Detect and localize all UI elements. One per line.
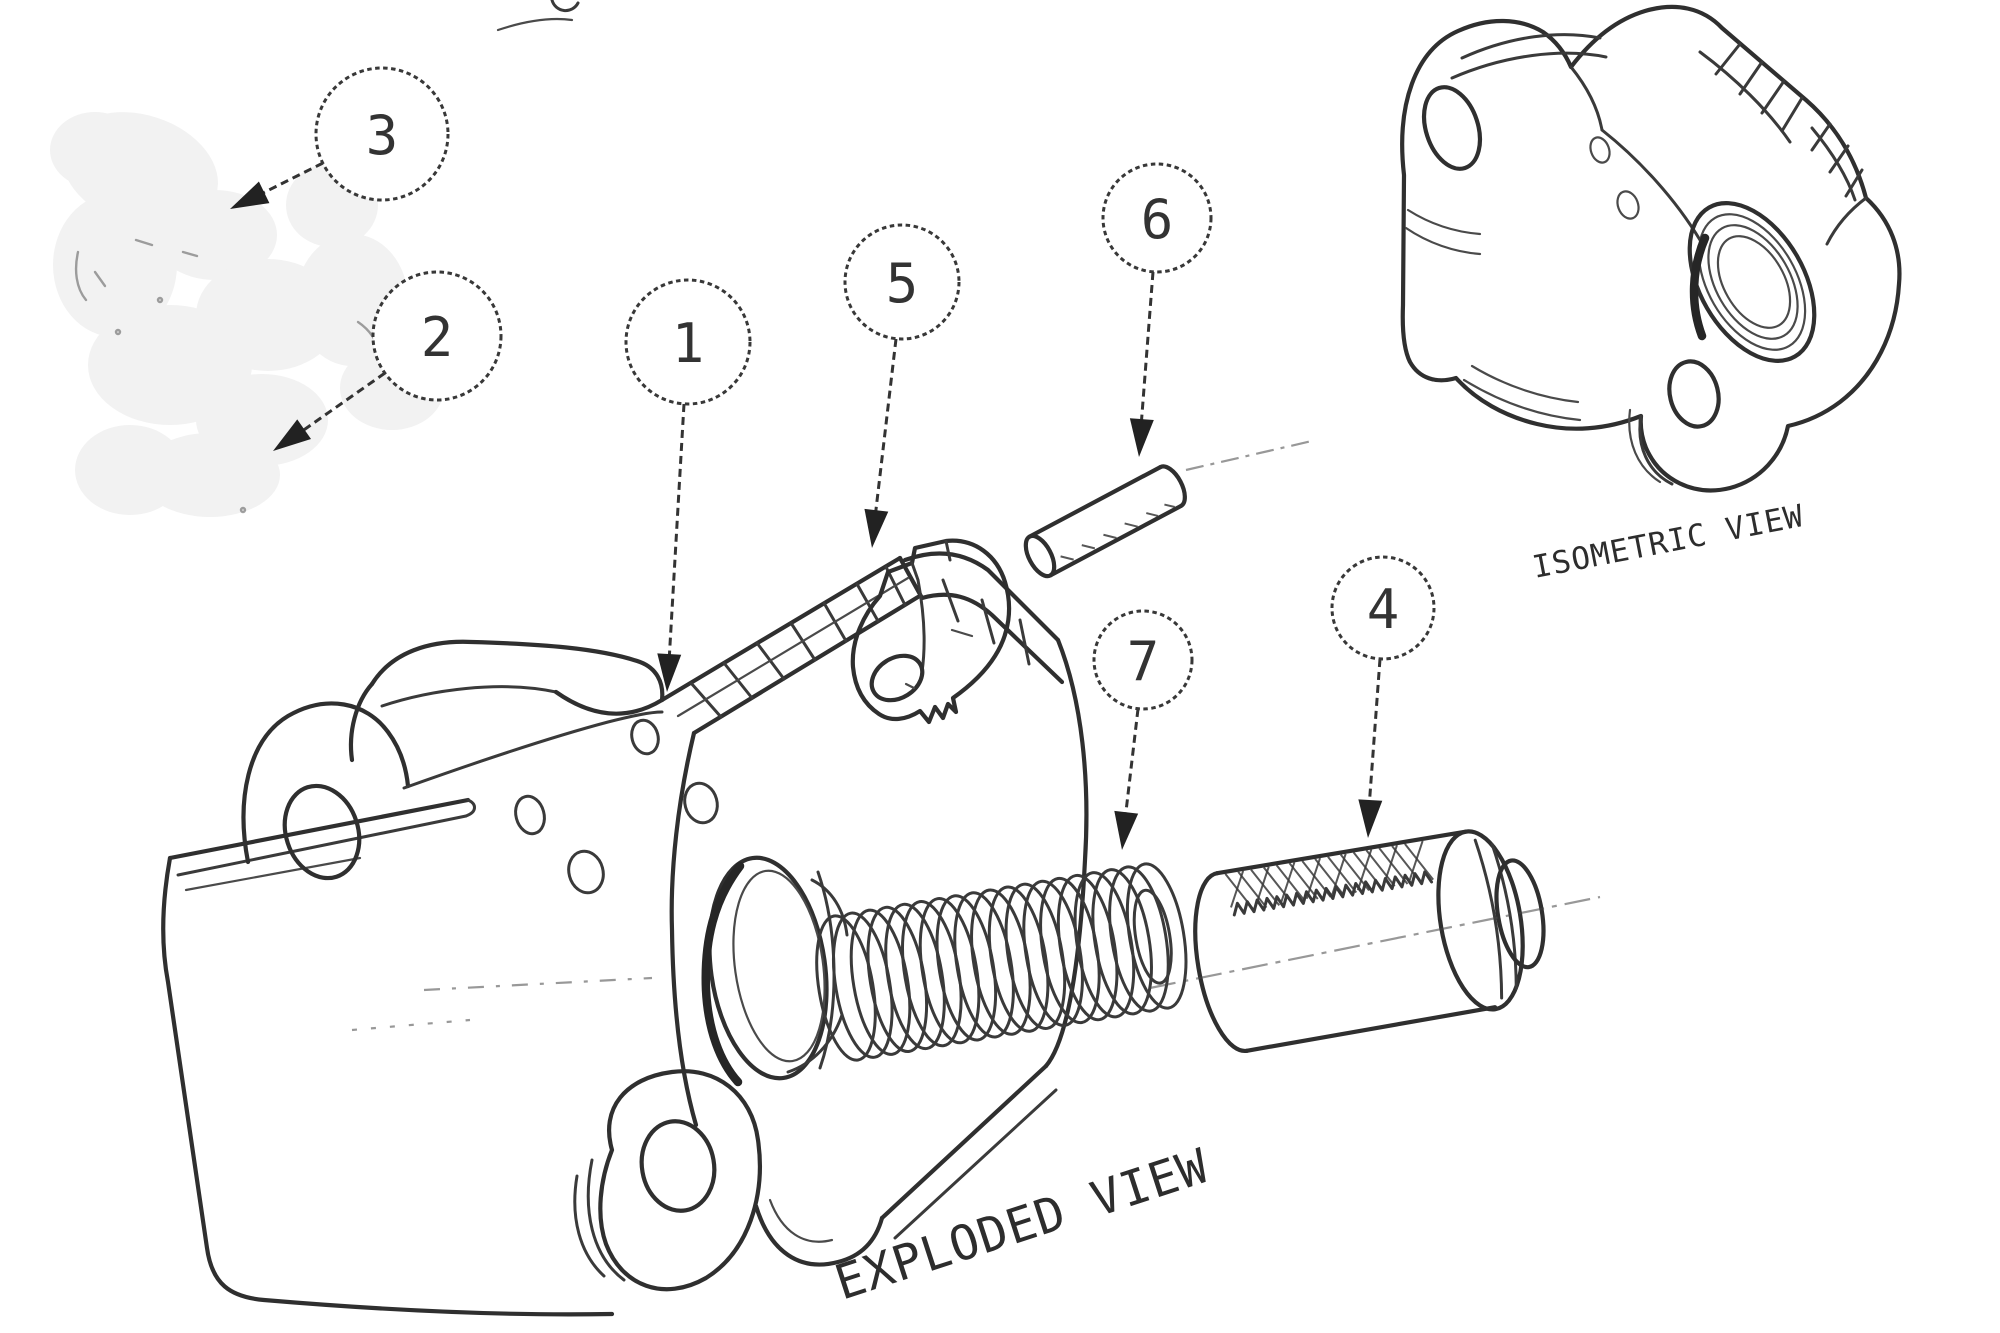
balloon-circle: [1101, 162, 1213, 274]
part-pawl: [850, 538, 1012, 725]
leader-line: [1367, 658, 1382, 809]
leader-arrowhead: [657, 653, 682, 692]
balloon-2: 2: [273, 270, 503, 451]
balloon-7: 7: [1092, 609, 1194, 850]
leader-line: [667, 403, 686, 663]
leader-line: [1123, 708, 1140, 821]
part-pin: [1023, 439, 1313, 579]
balloon-number: 3: [366, 104, 399, 167]
isometric-view-label: ISOMETRIC VIEW: [1530, 498, 1807, 586]
leader-arrowhead: [1358, 799, 1383, 838]
leader-arrowhead: [230, 181, 270, 209]
isometric-view-drawing: [1400, 4, 1902, 493]
balloon-number: 4: [1367, 578, 1400, 641]
balloon-4: 4: [1330, 555, 1436, 838]
leader-arrowhead: [1129, 418, 1154, 457]
leader-arrowhead: [1114, 810, 1139, 850]
stray-top-mark: [496, 0, 580, 32]
balloon-number: 2: [421, 306, 454, 369]
part-plunger: [1149, 829, 1601, 1054]
balloon-5: 5: [843, 223, 961, 548]
rack-teeth-rear: [941, 578, 1031, 666]
balloon-6: 6: [1101, 162, 1213, 457]
balloon-circle: [624, 278, 752, 406]
leader-arrowhead: [864, 508, 889, 548]
leader-line: [873, 338, 898, 519]
part-spring: [815, 862, 1188, 1062]
balloon-circle: [1092, 609, 1194, 711]
leader-line: [297, 371, 386, 436]
balloon-3: 3: [230, 66, 450, 209]
plunger-centerline: [1149, 895, 1601, 990]
leader-line: [1139, 271, 1155, 428]
balloon-number: 5: [886, 252, 919, 315]
plunger-thread-band: [1224, 840, 1434, 917]
leader-arrowhead: [273, 419, 312, 451]
balloon-number: 7: [1127, 630, 1160, 693]
balloon-circle: [371, 270, 503, 402]
balloon-number: 6: [1141, 188, 1174, 251]
balloon-circle: [1330, 555, 1436, 661]
exploded-view-label: EXPLODED VIEW: [828, 1138, 1215, 1311]
balloon-circle: [314, 66, 450, 202]
balloon-1: 1: [624, 278, 752, 692]
balloon-circle: [843, 223, 961, 341]
balloon-number: 1: [672, 312, 705, 375]
